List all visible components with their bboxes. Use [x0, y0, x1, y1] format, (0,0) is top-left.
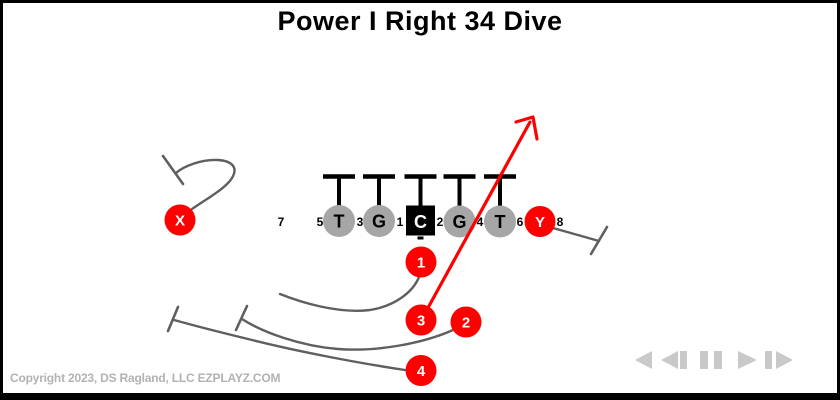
y-route-path	[551, 226, 601, 243]
x-route-path	[174, 158, 236, 211]
player-y-receiver: Y	[524, 206, 556, 237]
block-symbol-rt	[484, 174, 516, 206]
gap-number-7: 7	[278, 215, 285, 229]
step-forward-icon[interactable]	[765, 351, 793, 369]
gap-number-5: 5	[317, 215, 324, 229]
back4-route-block-bar	[166, 305, 180, 333]
block-symbol-c	[404, 174, 437, 206]
back4-route-path	[172, 318, 407, 372]
play-title: Power I Right 34 Dive	[277, 6, 563, 36]
svg-text:T: T	[334, 212, 345, 232]
player-back-2: 2	[450, 306, 482, 338]
run-arrow-head	[514, 115, 539, 141]
skip-back-icon[interactable]	[635, 351, 652, 369]
svg-text:4: 4	[417, 363, 426, 380]
svg-text:1: 1	[417, 255, 425, 272]
player-right-tackle: T	[484, 205, 516, 238]
player-back-1: 1	[405, 246, 437, 278]
svg-text:X: X	[175, 213, 185, 230]
svg-text:G: G	[452, 212, 466, 232]
back2-route-path	[240, 317, 455, 351]
svg-text:2: 2	[462, 315, 470, 332]
route-y-block	[551, 225, 609, 256]
svg-text:Y: Y	[535, 214, 545, 231]
playback-controls	[635, 351, 793, 369]
player-back-4: 4	[405, 355, 437, 386]
run-arrow	[427, 115, 539, 308]
player-back-3: 3	[405, 304, 437, 336]
player-right-guard: G	[443, 205, 476, 238]
gap-number-1: 1	[397, 215, 404, 229]
svg-text:G: G	[372, 212, 386, 232]
gap-number-8: 8	[557, 215, 564, 229]
gap-number-4: 4	[477, 215, 484, 229]
route-back2-lead-block	[234, 304, 455, 351]
svg-text:C: C	[414, 212, 427, 232]
svg-text:3: 3	[417, 313, 425, 330]
step-back-icon[interactable]	[661, 351, 687, 369]
run-arrow-line	[427, 120, 532, 308]
x-route-block-bar	[161, 154, 185, 186]
player-left-guard: G	[363, 205, 395, 237]
ball-tick	[417, 236, 424, 240]
player-x-receiver: X	[164, 204, 196, 236]
player-center: C	[406, 205, 435, 240]
play-icon[interactable]	[738, 351, 757, 369]
copyright-text: Copyright 2023, DS Ragland, LLC EZPLAYZ.…	[10, 371, 281, 385]
gap-number-6: 6	[517, 215, 524, 229]
y-route-block-bar	[589, 225, 609, 256]
player-left-tackle: T	[323, 205, 355, 237]
route-x-hook	[161, 154, 236, 211]
route-back4-lead-block	[166, 305, 407, 372]
block-symbol-rg	[443, 174, 476, 206]
svg-text:T: T	[495, 212, 506, 232]
gap-number-3: 3	[357, 215, 364, 229]
block-symbol-lg	[363, 174, 395, 206]
gap-number-2: 2	[437, 215, 444, 229]
back1-route-path	[278, 275, 421, 312]
block-symbol-lt	[323, 174, 355, 206]
pause-icon[interactable]	[700, 351, 722, 369]
back2-route-block-bar	[234, 304, 249, 332]
